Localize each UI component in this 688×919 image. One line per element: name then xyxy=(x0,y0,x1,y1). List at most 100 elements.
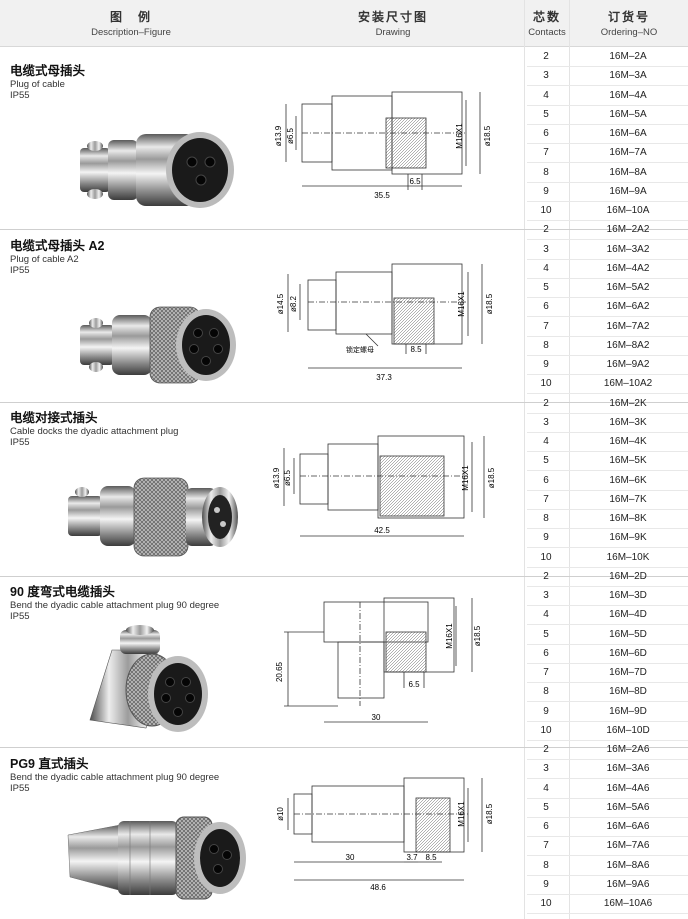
ordering-number-cell: 16M–5K xyxy=(609,455,647,466)
contacts-cell: 7 xyxy=(543,494,549,505)
table-row-divider xyxy=(527,855,688,856)
ordering-number-cell: 16M–3D xyxy=(609,590,647,601)
contacts-cell: 7 xyxy=(543,667,549,678)
ip-rating: IP55 xyxy=(10,265,30,276)
table-row-divider xyxy=(527,721,688,722)
table-row-divider xyxy=(527,875,688,876)
dim-label: M16X1 xyxy=(445,623,454,649)
ordering-number-cell: 16M–8K xyxy=(609,513,647,524)
ordering-number-cell: 16M–5A6 xyxy=(606,802,650,813)
column-divider xyxy=(524,0,525,919)
contacts-cell: 9 xyxy=(543,706,549,717)
ordering-number-cell: 16M–10K xyxy=(606,552,650,563)
table-row-divider xyxy=(527,432,688,433)
ordering-number-cell: 16M–9K xyxy=(609,532,647,543)
table-row-divider xyxy=(527,201,688,202)
ordering-number-cell: 16M–4A2 xyxy=(606,263,650,274)
dimension-drawing: ø10 M16X1 ø18.5 30 3.7 8.5 48.6 xyxy=(276,777,494,892)
contacts-cell: 6 xyxy=(543,301,549,312)
contacts-cell: 8 xyxy=(543,340,549,351)
contacts-cell: 10 xyxy=(540,205,552,216)
dim-label: 37.3 xyxy=(376,373,392,382)
section-title-plug-of-cable-a2: 电缆式母插头 A2 Plug of cable A2 IP55 xyxy=(10,235,104,276)
dim-label: M16X1 xyxy=(457,291,466,317)
section-title-en: Cable docks the dyadic attachment plug xyxy=(10,426,179,437)
table-header xyxy=(0,0,688,47)
dimension-drawing: ø13.9 ø6.5 M16X1 ø18.5 42.5 xyxy=(272,435,496,537)
dim-note: 锁定螺母 xyxy=(346,345,374,354)
table-row-divider xyxy=(527,182,688,183)
table-row-divider xyxy=(527,605,688,606)
header-ordering-cn: 订货号 xyxy=(607,10,650,24)
ordering-number-cell: 16M–2A2 xyxy=(606,224,650,235)
section-title-cn: 电缆对接式插头 xyxy=(10,411,98,425)
contacts-cell: 3 xyxy=(543,590,549,601)
section-title-en: Bend the dyadic cable attachment plug 90… xyxy=(10,772,220,783)
contacts-cell: 9 xyxy=(543,532,549,543)
table-row-divider xyxy=(527,413,688,414)
ordering-number-cell: 16M–2A xyxy=(609,51,647,62)
section-title-cn: PG9 直式插头 xyxy=(10,757,89,771)
ordering-number-cell: 16M–8A6 xyxy=(606,860,650,871)
contacts-cell: 5 xyxy=(543,109,549,120)
table-row-divider xyxy=(527,798,688,799)
table-row-divider xyxy=(527,374,688,375)
dimension-drawing: ø14.5 ø8.2 M16X1 ø18.5 8.5 锁定螺母 37.3 xyxy=(276,263,494,382)
dim-label: ø18.5 xyxy=(485,293,494,314)
ordering-number-cell: 16M–10A2 xyxy=(603,378,653,389)
dim-label: 20.65 xyxy=(275,661,284,682)
table-row-divider xyxy=(527,393,688,394)
table-row-divider xyxy=(527,509,688,510)
dim-label: ø18.5 xyxy=(487,467,496,488)
contacts-cell: 5 xyxy=(543,802,549,813)
ordering-number-cell: 16M–7K xyxy=(609,494,647,505)
connector-photo xyxy=(89,625,208,732)
contacts-cell: 6 xyxy=(543,475,549,486)
table-row-divider xyxy=(527,297,688,298)
ordering-number-cell: 16M–6A xyxy=(609,128,647,139)
header-drawing: 安装尺寸图 Drawing xyxy=(262,0,524,46)
dim-label: 30 xyxy=(346,853,355,862)
contacts-cell: 6 xyxy=(543,128,549,139)
table-row-divider xyxy=(527,220,688,221)
ordering-number-cell: 16M–6A2 xyxy=(606,301,650,312)
contacts-cell: 8 xyxy=(543,860,549,871)
contacts-cell: 9 xyxy=(543,186,549,197)
dimension-drawing: ø13.9 ø6.5 M16X1 ø18.5 6.5 35.5 xyxy=(274,91,492,200)
contacts-cell: 7 xyxy=(543,147,549,158)
dim-label: 8.5 xyxy=(410,345,422,354)
contacts-cell: 4 xyxy=(543,609,549,620)
table-row-divider xyxy=(527,490,688,491)
section-title-90-degree: 90 度弯式电缆插头 Bend the dyadic cable attachm… xyxy=(10,581,219,622)
ordering-number-cell: 16M–7A6 xyxy=(606,840,650,851)
connector-photo xyxy=(80,306,236,384)
contacts-cell: 2 xyxy=(543,224,549,235)
dim-label: 6.5 xyxy=(409,177,421,186)
dim-label: M16X1 xyxy=(457,801,466,827)
contacts-cell: 3 xyxy=(543,244,549,255)
contacts-cell: 4 xyxy=(543,263,549,274)
table-row-divider xyxy=(527,740,688,741)
contacts-cell: 10 xyxy=(540,552,552,563)
header-contacts-en: Contacts xyxy=(528,27,566,38)
dim-label: 48.6 xyxy=(370,883,386,892)
dim-label: M16X1 xyxy=(461,465,470,491)
header-drawing-cn: 安装尺寸图 xyxy=(357,10,428,24)
dim-label: ø18.5 xyxy=(485,803,494,824)
table-row-divider xyxy=(527,644,688,645)
dim-label: 6.5 xyxy=(408,680,420,689)
ordering-number-cell: 16M–4D xyxy=(609,609,647,620)
contacts-cell: 10 xyxy=(540,725,552,736)
contacts-cell: 5 xyxy=(543,629,549,640)
contacts-cell: 5 xyxy=(543,455,549,466)
ordering-number-cell: 16M–5D xyxy=(609,629,647,640)
dim-label: ø10 xyxy=(276,807,285,821)
table-row-divider xyxy=(527,278,688,279)
contacts-cell: 8 xyxy=(543,167,549,178)
ordering-number-cell: 16M–4A6 xyxy=(606,783,650,794)
dim-label: 30 xyxy=(372,713,381,722)
ip-rating: IP55 xyxy=(10,90,30,101)
dim-label: ø8.2 xyxy=(289,295,298,312)
contacts-cell: 6 xyxy=(543,648,549,659)
section-title-en: Plug of cable xyxy=(10,79,65,90)
